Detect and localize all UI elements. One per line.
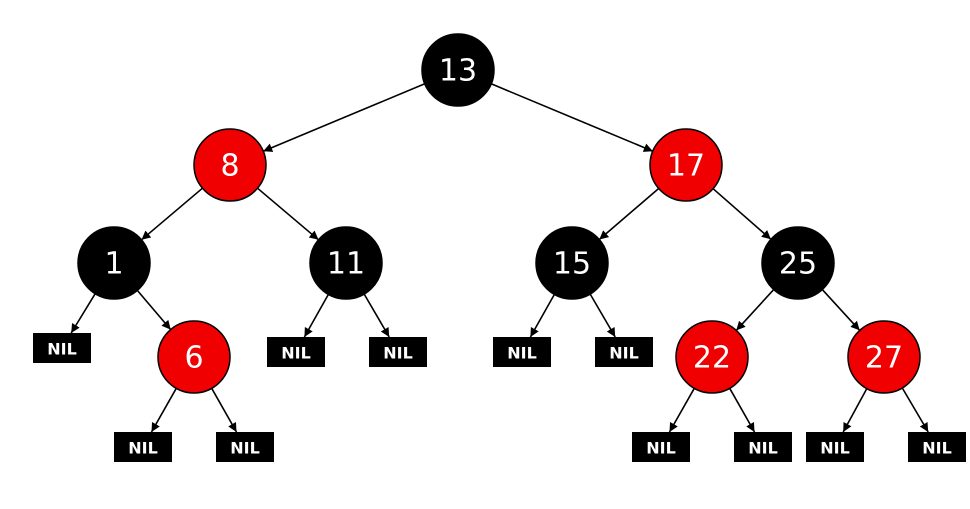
node-label: 8 <box>220 149 239 184</box>
nil-leaf: NIL <box>267 337 325 367</box>
nil-box <box>734 432 792 462</box>
nil-label: NIL <box>748 439 778 458</box>
tree-node-22: 22 <box>675 320 749 394</box>
node-label: 1 <box>104 247 123 282</box>
edge-n22-nil8 <box>668 387 695 433</box>
nil-label: NIL <box>646 439 676 458</box>
nil-label: NIL <box>820 439 850 458</box>
nil-label: NIL <box>507 344 537 363</box>
nil-box <box>216 432 274 462</box>
nil-label: NIL <box>383 344 413 363</box>
edge-n1-nil1 <box>70 293 96 334</box>
tree-node-13: 13 <box>421 33 495 107</box>
node-label: 15 <box>553 247 591 282</box>
red-node-circle <box>193 128 267 202</box>
edge-n11-nil5 <box>363 293 390 338</box>
nil-label: NIL <box>47 340 77 359</box>
nil-box <box>632 432 690 462</box>
nil-leaf: NIL <box>216 432 274 462</box>
tree-node-6: 6 <box>157 320 231 394</box>
nil-label: NIL <box>922 439 952 458</box>
node-label: 22 <box>693 341 731 376</box>
nil-label: NIL <box>281 344 311 363</box>
nil-leaves: NIL NIL NIL NIL NIL NIL NIL NIL NIL NIL NIL <box>33 333 966 462</box>
nil-box <box>493 337 551 367</box>
nil-leaf: NIL <box>632 432 690 462</box>
edge-n1-n6 <box>136 289 172 331</box>
edge-n25-n22 <box>735 289 775 331</box>
edge-n6-nil3 <box>211 387 238 433</box>
nil-box <box>806 432 864 462</box>
nil-box <box>267 337 325 367</box>
nil-leaf: NIL <box>493 337 551 367</box>
black-node-circle <box>421 33 495 107</box>
node-label: 13 <box>439 54 477 89</box>
nil-leaf: NIL <box>806 432 864 462</box>
edges <box>70 83 929 433</box>
nil-label: NIL <box>609 344 639 363</box>
node-label: 6 <box>184 341 203 376</box>
nil-leaf: NIL <box>369 337 427 367</box>
black-node-circle <box>77 226 151 300</box>
tree-node-1: 1 <box>77 226 151 300</box>
nil-leaf: NIL <box>33 333 91 363</box>
edge-n6-nil2 <box>150 387 177 433</box>
edge-n22-nil9 <box>729 387 756 433</box>
edge-n17-n15 <box>598 187 660 241</box>
red-node-circle <box>675 320 749 394</box>
tree-node-8: 8 <box>193 128 267 202</box>
tree-node-17: 17 <box>649 128 723 202</box>
nil-leaf: NIL <box>734 432 792 462</box>
nil-leaf: NIL <box>114 432 172 462</box>
edge-n15-nil6 <box>529 294 556 338</box>
nil-label: NIL <box>230 439 260 458</box>
black-node-circle <box>309 226 383 300</box>
edge-n17-n25 <box>712 188 772 240</box>
nil-box <box>908 432 966 462</box>
nil-leaf: NIL <box>595 337 653 367</box>
edge-n13-n17 <box>490 83 654 152</box>
nil-box <box>595 337 653 367</box>
edge-n27-nil11 <box>901 387 929 433</box>
black-node-circle <box>761 226 835 300</box>
node-label: 27 <box>865 341 903 376</box>
edge-n8-n1 <box>140 187 204 241</box>
red-node-circle <box>157 320 231 394</box>
tree-node-15: 15 <box>535 226 609 300</box>
edge-n15-nil7 <box>589 293 616 338</box>
black-node-circle <box>535 226 609 300</box>
nil-label: NIL <box>128 439 158 458</box>
edge-n8-n11 <box>256 187 320 241</box>
edge-n13-n8 <box>262 83 426 152</box>
nil-box <box>114 432 172 462</box>
edge-n27-nil10 <box>842 388 868 433</box>
edge-n25-n27 <box>821 289 861 331</box>
nil-box <box>369 337 427 367</box>
node-label: 25 <box>779 247 817 282</box>
nil-box <box>33 333 91 363</box>
nil-leaf: NIL <box>908 432 966 462</box>
node-label: 11 <box>327 247 365 282</box>
red-node-circle <box>649 128 723 202</box>
red-node-circle <box>847 320 921 394</box>
edge-n11-nil4 <box>303 294 330 338</box>
tree-node-11: 11 <box>309 226 383 300</box>
tree-node-27: 27 <box>847 320 921 394</box>
node-label: 17 <box>667 149 705 184</box>
tree-node-25: 25 <box>761 226 835 300</box>
